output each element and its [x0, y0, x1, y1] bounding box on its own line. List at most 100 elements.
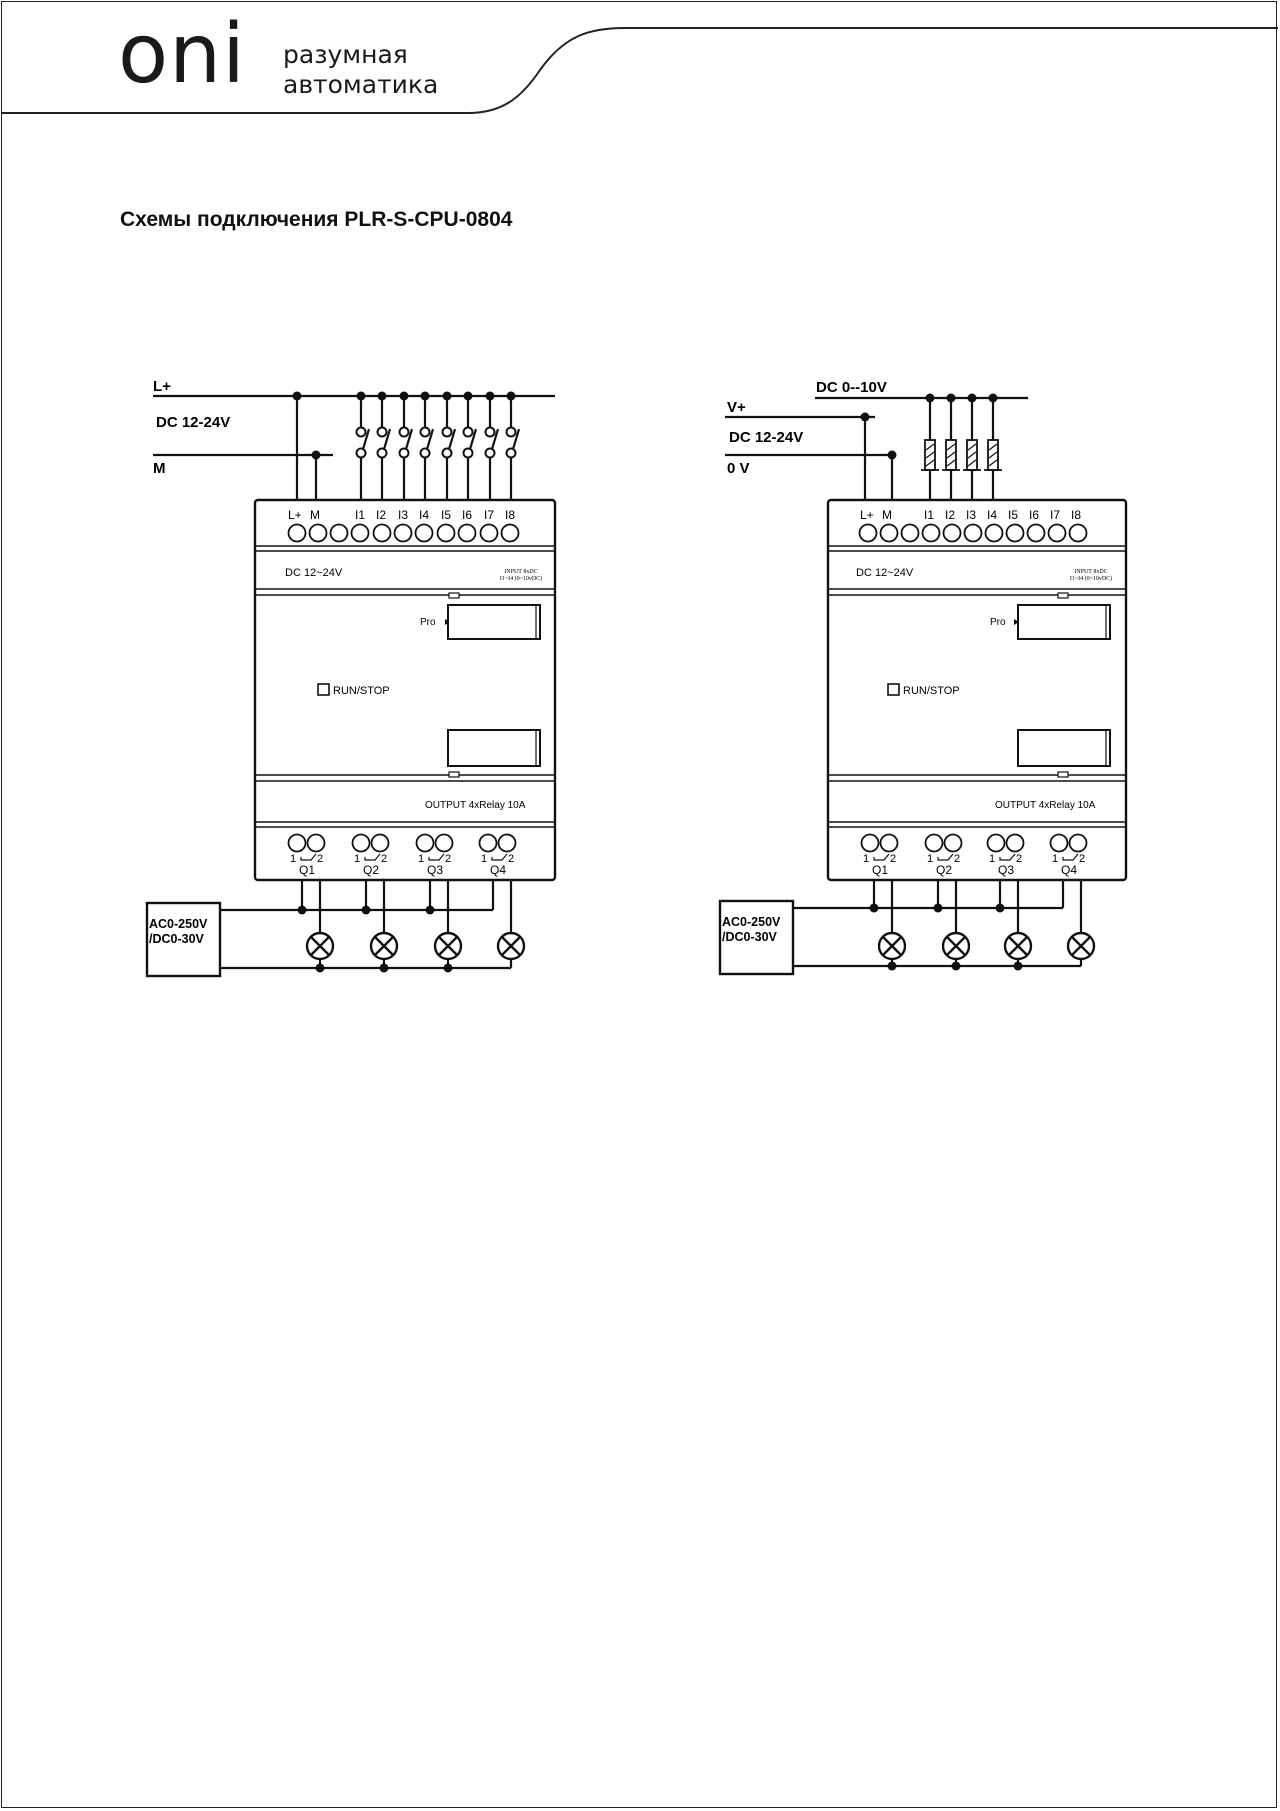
- load-source-line2: /DC0-30V: [722, 930, 778, 944]
- output-label-q2: Q2: [363, 863, 379, 877]
- run-stop-indicator: [317, 683, 330, 696]
- lamp-icons: [305, 931, 526, 961]
- relay-pin-2-q4: 2: [508, 853, 514, 865]
- program-slot: [447, 604, 541, 640]
- lamp-icon: [369, 931, 399, 961]
- input-spec-line2: I1~I4 (0~10vDC): [500, 575, 542, 582]
- relay-pin-1-q3: 1: [418, 853, 424, 865]
- input-terminal-screws: [287, 523, 520, 543]
- terminal-label-i8: I8: [505, 508, 515, 522]
- terminal-label-i5: I5: [1008, 508, 1018, 522]
- supply-label: DC 12~24V: [856, 567, 914, 579]
- relay-pin-1-q2: 1: [927, 853, 933, 865]
- relay-pin-1-q2: 1: [354, 853, 360, 865]
- relay-pin-2-q4: 2: [1079, 853, 1085, 865]
- output-wiring: [220, 880, 513, 970]
- lamp-icon: [877, 931, 907, 961]
- relay-pin-1-q1: 1: [863, 853, 869, 865]
- rail-label-m: M: [153, 460, 166, 477]
- relay-pin-1-q1: 1: [290, 853, 296, 865]
- analog-sensors: [928, 398, 995, 500]
- load-source-line1: AC0-250V: [149, 917, 208, 931]
- relay-pin-2-q3: 2: [445, 853, 451, 865]
- terminal-label-i3: I3: [966, 508, 976, 522]
- wiring-diagram-analog-inputs: DC 0--10V V+ DC 12-24V 0 V L+ M I1 I2 I3…: [718, 379, 1128, 976]
- lamp-icons: [877, 931, 1096, 961]
- rail-label-dc-12-24v: DC 12-24V: [729, 429, 803, 446]
- relay-pin-2-q3: 2: [1016, 853, 1022, 865]
- rail-label-0v: 0 V: [727, 460, 750, 477]
- lamp-icon: [496, 931, 526, 961]
- input-spec-line1: INPUT 8xDC: [1074, 569, 1107, 575]
- display-window: [1017, 729, 1111, 767]
- output-wiring: [793, 880, 1083, 968]
- relay-pin-1-q3: 1: [989, 853, 995, 865]
- relay-pin-1-q4: 1: [1052, 853, 1058, 865]
- brand-tagline: разумная автоматика: [283, 40, 438, 100]
- pro-label: Pro: [990, 617, 1006, 628]
- load-source-line1: AC0-250V: [722, 915, 781, 929]
- terminal-label-m: M: [310, 508, 320, 522]
- rail-label-vplus: V+: [727, 399, 746, 416]
- output-label-q3: Q3: [998, 863, 1014, 877]
- terminal-label-i4: I4: [987, 508, 997, 522]
- output-label: OUTPUT 4xRelay 10A: [425, 800, 526, 811]
- pro-arrow-icon: [1014, 619, 1019, 625]
- brand-tagline-line1: разумная: [283, 40, 408, 69]
- brand-tagline-line2: автоматика: [283, 70, 439, 99]
- terminal-label-lplus: L+: [860, 508, 874, 522]
- output-label-q1: Q1: [872, 863, 888, 877]
- relay-pin-2-q2: 2: [954, 853, 960, 865]
- input-spec-line2: I1~I4 (0~10vDC): [1070, 575, 1112, 582]
- run-stop-indicator: [887, 683, 900, 696]
- load-source-box: [718, 899, 795, 976]
- input-switches: [359, 396, 521, 500]
- output-label-q4: Q4: [1061, 863, 1077, 877]
- relay-pin-1-q4: 1: [481, 853, 487, 865]
- plc-module: L+ M I1 I2 I3 I4 I5 I6 I7 I8 DC 12~24V I…: [826, 498, 1128, 882]
- terminal-label-i7: I7: [484, 508, 494, 522]
- lamp-icon: [1066, 931, 1096, 961]
- output-label-q1: Q1: [299, 863, 315, 877]
- program-slot: [1017, 604, 1111, 640]
- terminal-label-i6: I6: [462, 508, 472, 522]
- lamp-icon: [305, 931, 335, 961]
- page-title: Схемы подключения PLR-S-CPU-0804: [120, 208, 513, 231]
- load-source-box: [145, 901, 222, 978]
- terminal-label-i4: I4: [419, 508, 429, 522]
- terminal-label-i8: I8: [1071, 508, 1081, 522]
- terminal-label-i3: I3: [398, 508, 408, 522]
- output-label-q3: Q3: [427, 863, 443, 877]
- lamp-icon: [433, 931, 463, 961]
- run-stop-label: RUN/STOP: [903, 685, 960, 697]
- run-stop-label: RUN/STOP: [333, 685, 390, 697]
- terminal-label-i2: I2: [376, 508, 386, 522]
- input-spec-line1: INPUT 8xDC: [504, 569, 537, 575]
- pro-label: Pro: [420, 617, 436, 628]
- relay-pin-2-q2: 2: [381, 853, 387, 865]
- terminal-label-i1: I1: [924, 508, 934, 522]
- output-terminal-screws: [860, 833, 1088, 853]
- rail-label-lplus: L+: [153, 378, 171, 395]
- relay-pin-2-q1: 2: [317, 853, 323, 865]
- terminal-label-i6: I6: [1029, 508, 1039, 522]
- header-band: [2, 27, 1278, 114]
- wiring-diagram-switch-inputs: L+ DC 12-24V M L+ M I1 I2 I3 I4 I5 I6 I7: [145, 378, 557, 978]
- supply-label: DC 12~24V: [285, 567, 343, 579]
- input-terminal-screws: [858, 523, 1088, 543]
- display-window: [447, 729, 541, 767]
- relay-pin-2-q1: 2: [890, 853, 896, 865]
- brand-logo: oni: [118, 7, 246, 102]
- terminal-label-m: M: [882, 508, 892, 522]
- plc-module: L+ M I1 I2 I3 I4 I5 I6 I7 I8 DC 12~24V I…: [253, 498, 557, 882]
- output-terminal-screws: [287, 833, 517, 853]
- output-label-q2: Q2: [936, 863, 952, 877]
- rail-label-dc-0-10v: DC 0--10V: [816, 379, 887, 396]
- output-label: OUTPUT 4xRelay 10A: [995, 800, 1096, 811]
- load-source-line2: /DC0-30V: [149, 932, 205, 946]
- terminal-label-i2: I2: [945, 508, 955, 522]
- lamp-icon: [1003, 931, 1033, 961]
- terminal-label-i1: I1: [355, 508, 365, 522]
- terminal-label-i5: I5: [441, 508, 451, 522]
